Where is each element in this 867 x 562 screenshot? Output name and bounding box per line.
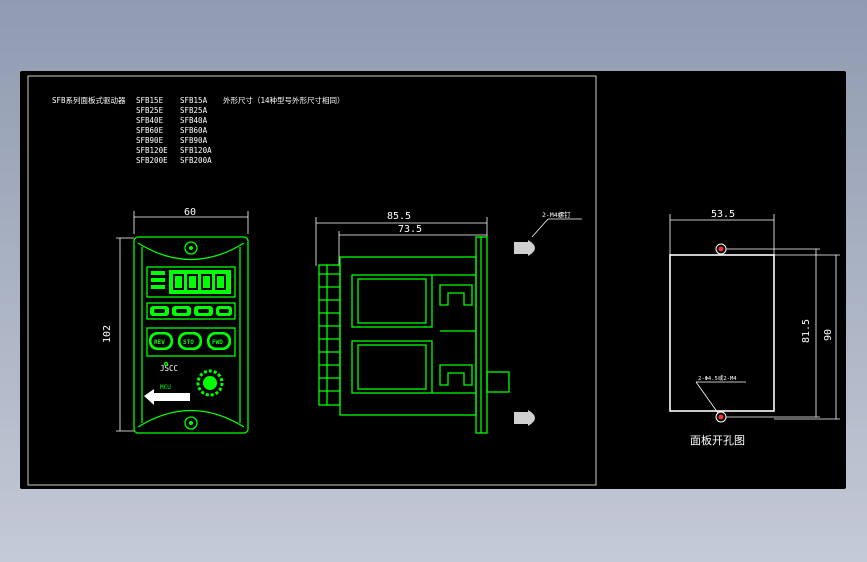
side-body (339, 256, 477, 416)
model-e-6: SFB120E (136, 146, 168, 155)
model-e-7: SFB200E (136, 156, 168, 165)
side-view: 85.5 73.5 (315, 210, 582, 434)
drawing-canvas: SFB系列面板式驱动器 SFB15E SFB25E SFB40E SFB60E … (20, 71, 846, 489)
front-width-dim: 60 (184, 207, 196, 218)
model-e-5: SFB90E (136, 136, 164, 145)
fwd-button[interactable]: FWD (207, 332, 231, 350)
model-a-6: SFB120A (180, 146, 212, 155)
hole-pitch-dim: 81.5 (801, 319, 812, 343)
model-e-2: SFB25E (136, 106, 164, 115)
model-a-4: SFB60A (180, 126, 208, 135)
sto-button[interactable]: STO (178, 332, 202, 350)
model-a-7: SFB200A (180, 156, 212, 165)
screw-bottom-icon (514, 410, 535, 426)
drawing-frame (27, 75, 597, 486)
model-a-3: SFB40A (180, 116, 208, 125)
screw-label: 2-M4螺钉 (542, 210, 571, 219)
model-list-col2: SFB15A SFB25A SFB40A SFB60A SFB90A SFB12… (180, 96, 212, 165)
model-a-1: SFB15A (180, 96, 208, 105)
model-e-1: SFB15E (136, 96, 164, 105)
cutout-width-dim: 53.5 (711, 209, 735, 220)
cutout-height-dim: 90 (823, 329, 834, 341)
model-e-3: SFB40E (136, 116, 164, 125)
dimension-note: 外形尺寸（14种型号外形尺寸相同） (223, 95, 345, 105)
front-height-dim: 102 (102, 325, 113, 343)
logo-text: JSCC (160, 364, 178, 373)
screw-top-icon (514, 240, 535, 256)
side-body-dim: 73.5 (398, 224, 422, 235)
cutout-rect (669, 254, 775, 412)
cad-drawing: SFB系列面板式驱动器 SFB15E SFB25E SFB40E SFB60E … (27, 75, 840, 486)
series-label: SFB系列面板式驱动器 (52, 95, 126, 105)
model-list-col1: SFB15E SFB25E SFB40E SFB60E SFB90E SFB12… (136, 96, 168, 165)
side-total-dim: 85.5 (387, 211, 411, 222)
rev-button-label: REV (154, 339, 165, 346)
rev-button[interactable]: REV (149, 332, 173, 350)
model-a-2: SFB25A (180, 106, 208, 115)
front-view: 60 102 (102, 207, 249, 434)
sto-button-label: STO (183, 339, 194, 346)
fwd-button-label: FWD (212, 339, 223, 346)
cutout-caption: 面板开孔图 (690, 433, 745, 447)
model-e-4: SFB60E (136, 126, 164, 135)
mount-hole-bottom-icon (715, 411, 727, 423)
model-a-5: SFB90A (180, 136, 208, 145)
mount-hole-top-icon (715, 243, 727, 255)
direction-arrow-icon (144, 389, 190, 405)
mcu-text: MCU (160, 384, 171, 391)
speed-knob[interactable] (196, 369, 224, 397)
hole-label: 2-Φ4.5或2-M4 (698, 374, 737, 382)
cutout-view: 53.5 81.5 90 2-Φ4.5或2-M4 面板开孔图 (669, 209, 840, 447)
front-body (133, 236, 249, 434)
